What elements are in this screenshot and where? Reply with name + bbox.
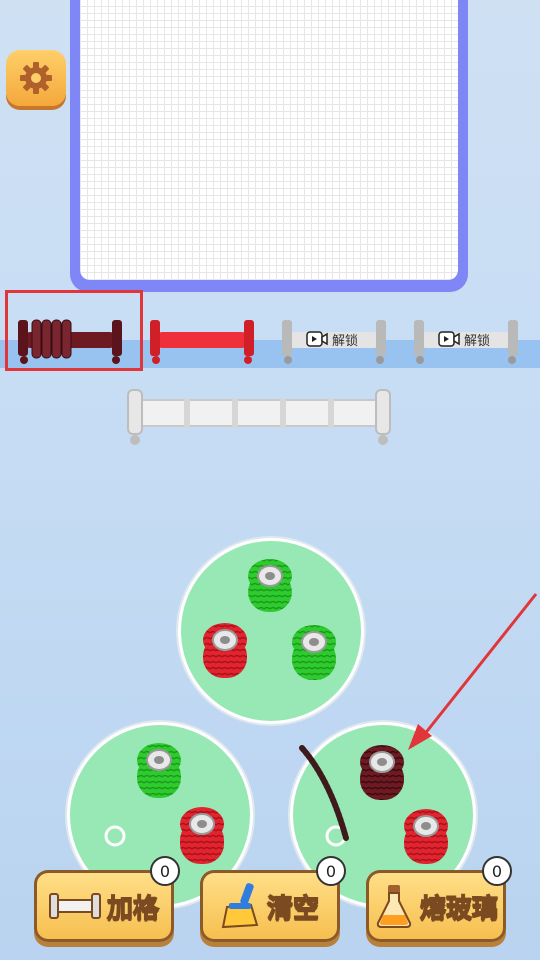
spool-locked-2[interactable]: 解锁	[412, 318, 520, 364]
red-yarn-stack[interactable]	[404, 809, 448, 864]
clear-label: 清空	[266, 893, 319, 924]
spool-dark-red[interactable]	[16, 318, 124, 364]
green-yarn-stack[interactable]	[248, 559, 292, 612]
add-slot-label: 加格	[106, 893, 159, 924]
settings-button[interactable]	[6, 50, 66, 106]
clear-button[interactable]: 清空 0	[200, 856, 346, 942]
hint-arrow	[408, 593, 538, 750]
video-play-icon	[438, 331, 460, 347]
unlock-text: 解锁	[464, 333, 491, 349]
melt-glass-button[interactable]: 熔玻璃 0	[366, 856, 512, 942]
selected-spool-highlight	[5, 290, 143, 371]
melt-glass-label: 熔玻璃	[419, 893, 498, 924]
green-yarn-stack[interactable]	[292, 625, 336, 680]
yarn-strand	[299, 745, 349, 841]
video-play-icon	[306, 331, 328, 347]
potion-flask-icon	[376, 885, 412, 928]
spool-red[interactable]	[148, 318, 256, 364]
red-yarn-stack[interactable]	[180, 807, 224, 864]
melt-glass-count-badge: 0	[482, 856, 512, 886]
clear-count-badge: 0	[316, 856, 346, 886]
gear-icon	[20, 62, 52, 94]
pattern-board	[70, 0, 468, 292]
add-slot-count-badge: 0	[150, 856, 180, 886]
green-yarn-stack[interactable]	[137, 743, 181, 798]
wound-yarn	[31, 319, 72, 359]
unlock-label: 解锁	[306, 329, 358, 349]
empty-slot-ring	[104, 825, 126, 847]
red-yarn-stack[interactable]	[203, 623, 247, 678]
spool-rack-icon	[48, 893, 101, 919]
pixel-grid	[80, 0, 458, 280]
spool-locked-1[interactable]: 解锁	[280, 318, 388, 364]
unlock-text: 解锁	[332, 333, 359, 349]
broom-icon	[221, 883, 259, 929]
unlock-label: 解锁	[438, 329, 490, 349]
yarn-holder-bar[interactable]	[126, 388, 392, 446]
dark-red-yarn-stack[interactable]	[360, 745, 404, 800]
add-slot-button[interactable]: 加格 0	[34, 856, 180, 942]
